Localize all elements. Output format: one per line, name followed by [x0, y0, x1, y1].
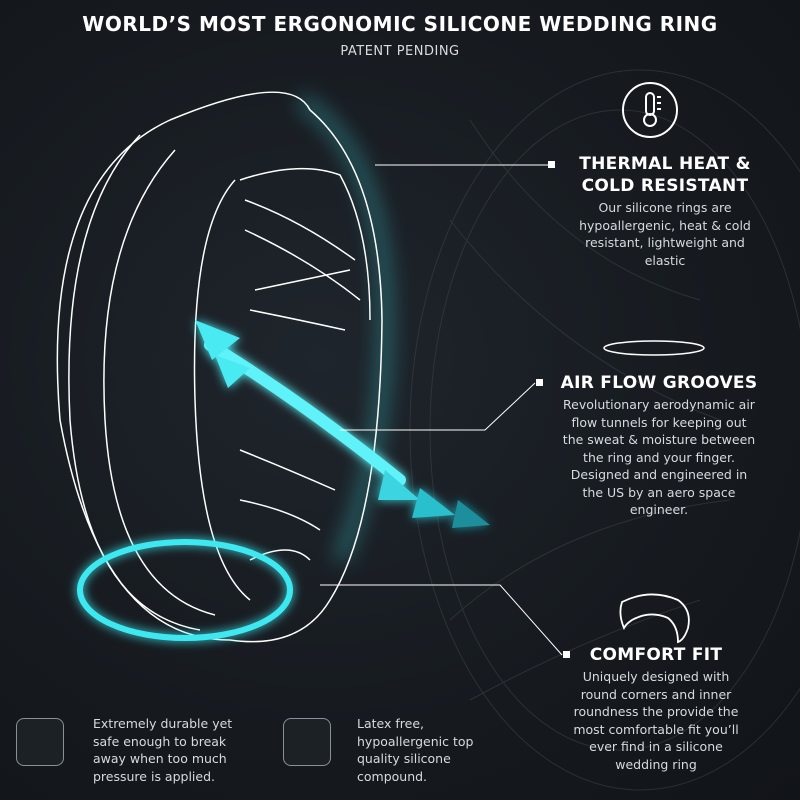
- leader-lines: [320, 164, 563, 656]
- leader-dot: [548, 161, 555, 168]
- molecule-icon-box: [283, 718, 331, 766]
- latex-free-text: Latex free, hypoallergenic top quality s…: [357, 716, 474, 784]
- page-title: WORLD’S MOST ERGONOMIC SILICONE WEDDING …: [82, 12, 718, 36]
- ring-profile-icon: [619, 593, 690, 644]
- safety-icon-box: [16, 718, 64, 766]
- feature-airflow: AIR FLOW GROOVES Revolutionary aerodynam…: [548, 372, 770, 519]
- airflow-arrow: [195, 320, 490, 528]
- feature-comfort-fit-title: COMFORT FIT: [589, 645, 723, 665]
- leader-dot: [563, 651, 570, 658]
- durability-text: Extremely durable yet safe enough to bre…: [93, 716, 233, 784]
- ring-edge-glow: [296, 94, 393, 563]
- feature-thermal: THERMAL HEAT & COLD RESISTANT Our silico…: [550, 153, 780, 269]
- flat-ring-icon: [603, 340, 705, 356]
- feature-thermal-description: Our silicone rings are hypoallergenic, h…: [579, 200, 751, 268]
- leader-dot: [536, 379, 543, 386]
- page-subtitle: PATENT PENDING: [340, 44, 460, 59]
- feature-airflow-title: AIR FLOW GROOVES: [560, 373, 758, 393]
- feature-airflow-description: Revolutionary aerodynamic air flow tunne…: [562, 397, 756, 517]
- feature-thermal-title-line1: THERMAL HEAT &: [579, 154, 751, 174]
- glowing-ring-outline: [77, 539, 293, 641]
- thermometer-icon: [622, 82, 678, 138]
- main-ring-wireframe: [56, 91, 383, 643]
- feature-comfort-fit: COMFORT FIT Uniquely designed with round…: [556, 644, 756, 773]
- feature-comfort-fit-description: Uniquely designed with round corners and…: [573, 669, 739, 772]
- feature-thermal-title-line2: COLD RESISTANT: [581, 176, 749, 196]
